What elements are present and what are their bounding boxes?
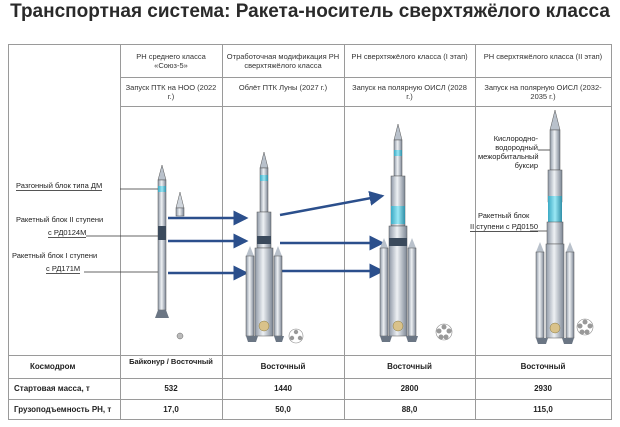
col-divider <box>8 44 9 420</box>
leader-lines <box>84 148 554 274</box>
row-label-payload: Грузоподъемность РН, т <box>14 405 112 414</box>
row-label-launch-mass: Стартовая масса, т <box>14 384 90 393</box>
mission-cell: Запуск ПТК на НОО (2022 г.) <box>125 83 217 101</box>
launch-mass-cell: 1440 <box>274 384 292 393</box>
column-header: РН сверхтяжёлого класса (II этап) <box>483 52 603 61</box>
rocket-superheavy-stage-1 <box>379 123 453 342</box>
cosmodrome-cell: Восточный <box>260 362 306 371</box>
mission-cell: Облёт ПТК Луны (2027 г.) <box>238 83 328 92</box>
callout-stage2-line1: Ракетный блок II ступени <box>16 215 104 224</box>
col-divider <box>344 44 345 420</box>
row-divider <box>8 419 612 420</box>
callout-tug: Кислородно-водородный межорбитальный бук… <box>478 134 539 170</box>
callout-stage1-line1: Ракетный блок I ступени <box>12 251 98 260</box>
mission-cell: Запуск на полярную ОИСЛ (2028 г.) <box>352 83 467 101</box>
launch-mass-cell: 2800 <box>400 384 419 393</box>
column-header: РН сверхтяжёлого класса (I этап) <box>351 52 468 61</box>
row-divider <box>8 44 612 45</box>
payload-cell: 115,0 <box>533 405 553 414</box>
col-divider <box>222 44 223 420</box>
row-divider <box>8 378 612 379</box>
rocket-superheavy-stage-2 <box>535 109 594 344</box>
transition-arrows <box>168 190 385 281</box>
col-divider <box>611 44 612 420</box>
comparison-table: РН среднего класса «Союз-5» Отработочная… <box>8 44 612 420</box>
callout-upper-stage: Разгонный блок типа ДМ <box>16 181 103 191</box>
cosmodrome-cell: Восточный <box>520 362 566 371</box>
cosmodrome-cell: Байконур / Восточный <box>129 357 213 366</box>
rocket-test-modification <box>245 151 304 344</box>
page-title: Транспортная система: Ракета-носитель св… <box>10 1 610 22</box>
callout-stage1-line2: с РД171М <box>46 264 81 274</box>
row-divider <box>120 106 612 107</box>
callout-stage2-line2: с РД0124М <box>48 228 87 238</box>
callout-stage2b-line1: Ракетный блок <box>478 211 530 220</box>
payload-cell: 88,0 <box>401 405 418 414</box>
rocket-soyuz-5 <box>155 164 185 340</box>
row-divider <box>8 355 612 356</box>
launch-mass-cell: 532 <box>164 384 178 393</box>
mission-cell: Запуск на полярную ОИСЛ (2032-2035 г.) <box>484 83 602 101</box>
row-divider <box>120 77 612 78</box>
row-label-cosmodrome: Космодром <box>30 362 76 371</box>
column-header: РН среднего класса «Союз-5» <box>136 52 206 70</box>
col-divider <box>120 44 121 420</box>
cosmodrome-cell: Восточный <box>387 362 432 371</box>
row-divider <box>8 399 612 400</box>
col-divider <box>475 44 476 420</box>
payload-cell: 17,0 <box>163 405 179 414</box>
payload-cell: 50,0 <box>275 405 291 414</box>
callout-stage2b-line2: II ступени с РД0150 <box>470 222 539 232</box>
column-header: Отработочная модификация РН сверхтяжёлог… <box>226 52 340 70</box>
launch-mass-cell: 2930 <box>534 384 552 393</box>
